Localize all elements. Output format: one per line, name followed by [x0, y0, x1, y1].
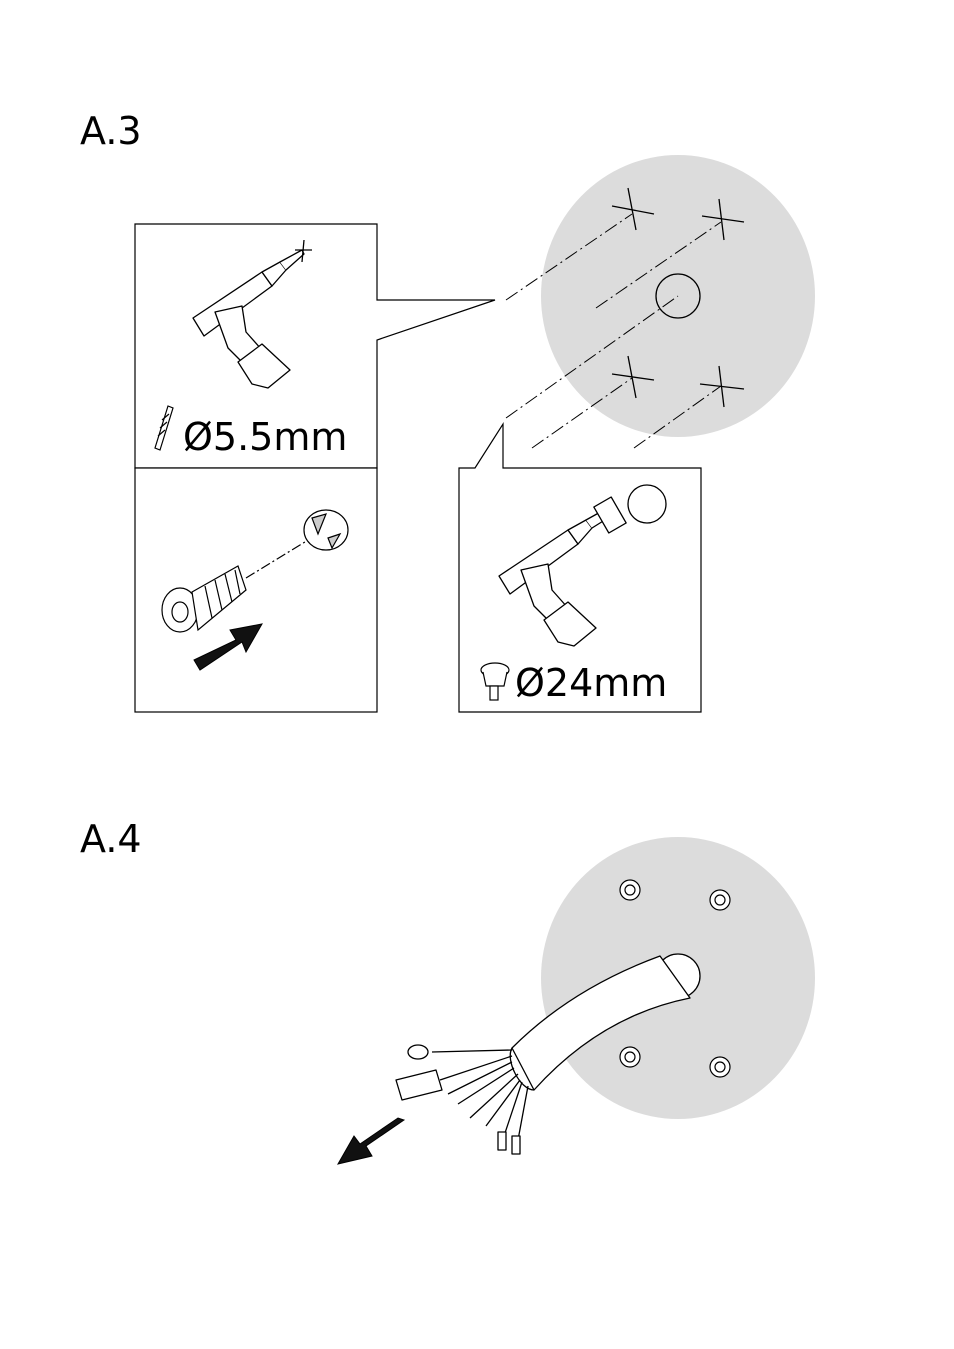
pull-arrow-icon	[338, 1118, 404, 1164]
hole-saw-diameter-label: Ø24mm	[515, 664, 667, 702]
drill-bit-diameter-label: Ø5.5mm	[183, 418, 347, 456]
